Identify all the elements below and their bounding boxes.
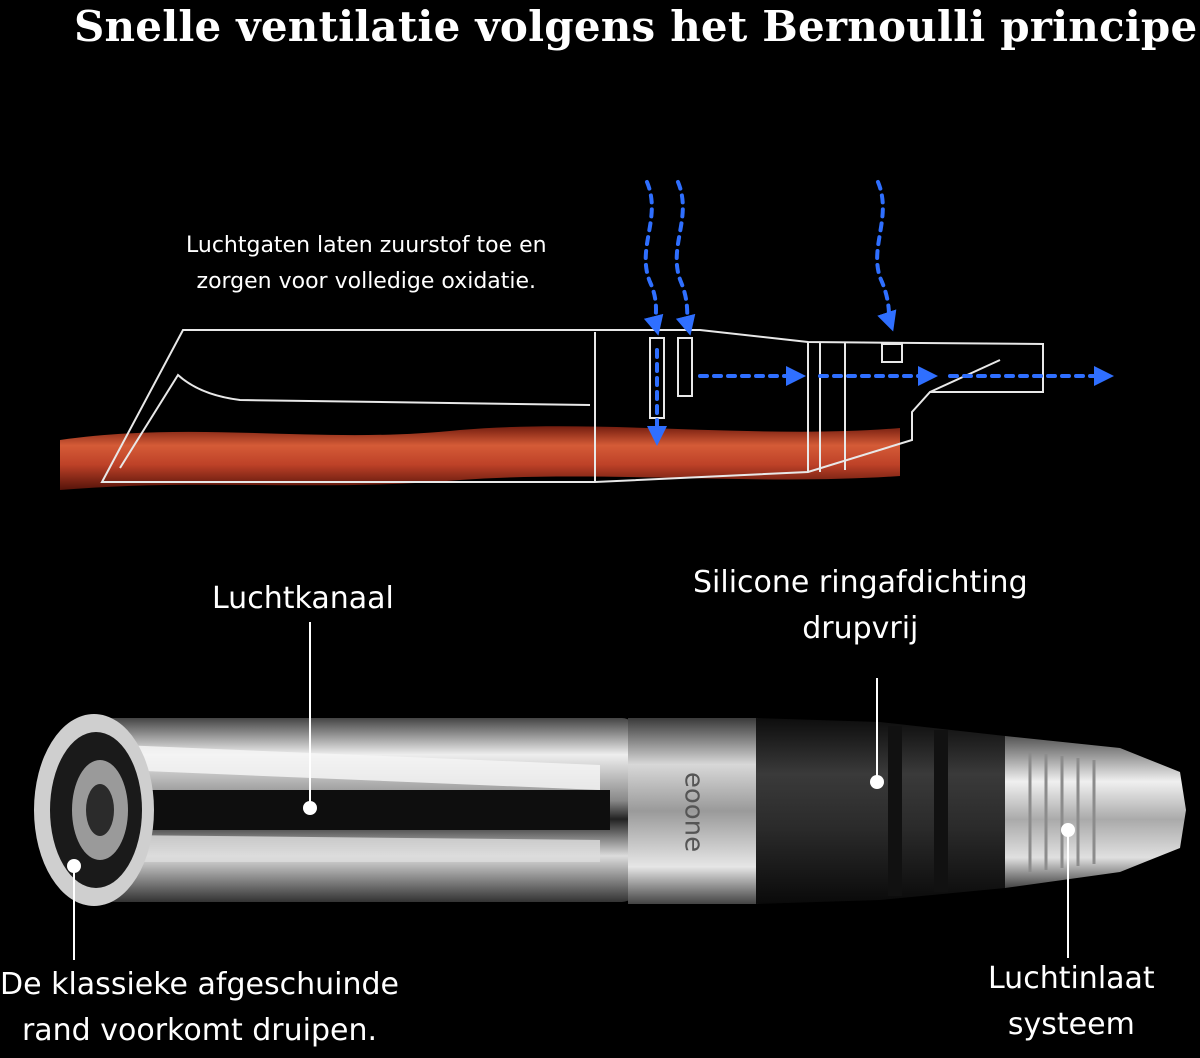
label-silicone-seal-line2: drupvrij (802, 611, 919, 646)
annotation-air-holes-line1: Luchtgaten laten zuurstof toe en (186, 233, 547, 258)
airflow-arrow-icon (674, 180, 696, 336)
callout-dot-air-channel (303, 801, 317, 815)
label-silicone-seal: Silicone ringafdichting drupvrij (693, 560, 1028, 652)
label-air-inlet-line1: Luchtinlaat (988, 961, 1155, 996)
airflow-arrow-icon (643, 180, 664, 336)
annotation-air-holes: Luchtgaten laten zuurstof toe en zorgen … (186, 228, 547, 300)
label-air-inlet: Luchtinlaat systeem (988, 956, 1155, 1048)
label-air-channel: Luchtkanaal (212, 581, 394, 616)
label-beveled-edge: De klassieke afgeschuinde rand voorkomt … (0, 962, 399, 1054)
label-beveled-edge-line2: rand voorkomt druipen. (21, 1013, 378, 1048)
page-title: Snelle ventilatie volgens het Bernoulli … (74, 2, 1198, 51)
brand-mark: eoone (679, 772, 709, 852)
annotation-air-holes-line2: zorgen voor volledige oxidatie. (196, 269, 537, 294)
airflow-arrows (643, 180, 1114, 446)
callout-dots (67, 775, 1075, 873)
aerator-outline (100, 329, 1044, 483)
label-silicone-seal-line1: Silicone ringafdichting (693, 565, 1028, 600)
wine-stream (60, 426, 900, 490)
product-aerator (34, 714, 1186, 906)
label-beveled-edge-line1: De klassieke afgeschuinde (0, 967, 399, 1002)
airflow-arrow-icon (875, 180, 897, 332)
callout-dot-edge (67, 859, 81, 873)
callout-dot-inlet (1061, 823, 1075, 837)
callout-lines (73, 622, 1069, 960)
label-air-inlet-line2: systeem (1007, 1007, 1135, 1042)
callout-dot-seal (870, 775, 884, 789)
